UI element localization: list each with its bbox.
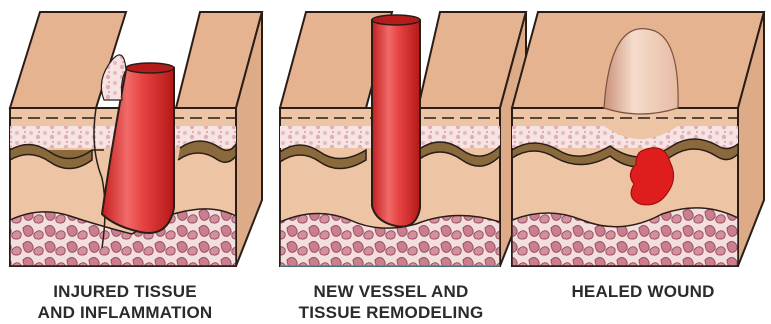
caption-line: INJURED TISSUE	[0, 281, 250, 302]
caption-line: TISSUE REMODELING	[266, 302, 516, 323]
caption-new-vessel: NEW VESSEL AND TISSUE REMODELING	[266, 281, 516, 323]
caption-injured-tissue: INJURED TISSUE AND INFLAMMATION	[0, 281, 250, 323]
caption-line: AND INFLAMMATION	[0, 302, 250, 323]
caption-line: NEW VESSEL AND	[266, 281, 516, 302]
panel-new-vessel	[280, 12, 526, 266]
blood-vessel	[372, 16, 420, 227]
vessel-opening	[372, 15, 420, 25]
caption-line: HEALED WOUND	[518, 281, 768, 302]
panel-healed-wound	[512, 12, 764, 266]
panel-injured-tissue	[10, 12, 262, 266]
caption-healed-wound: HEALED WOUND	[518, 281, 768, 302]
vessel-opening	[126, 63, 174, 73]
